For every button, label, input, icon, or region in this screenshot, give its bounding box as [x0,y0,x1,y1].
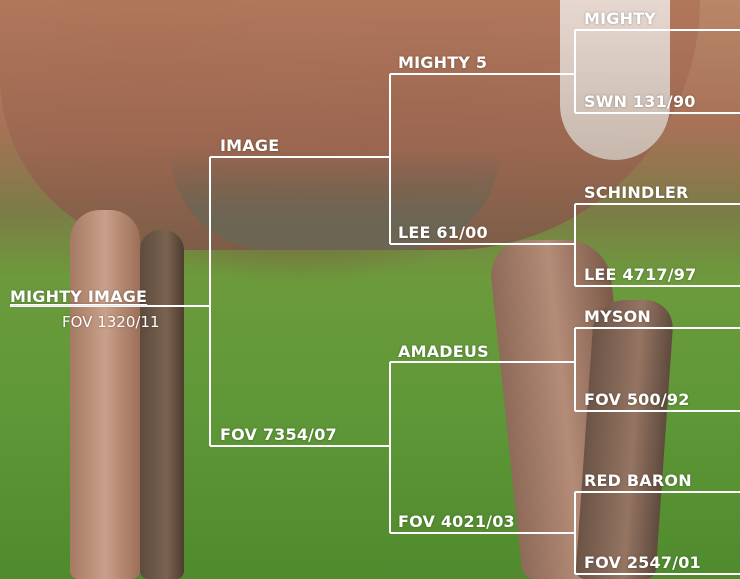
dam-dam-name: FOV 4021/03 [398,512,515,531]
ggp-name: FOV 500/92 [584,390,690,409]
subject-id: FOV 1320/11 [62,313,160,331]
ggp-name: SCHINDLER [584,183,689,202]
sire-name: IMAGE [220,136,280,155]
ggp-name: MIGHTY [584,9,657,28]
deer-belly [170,150,500,250]
ggp-name: MYSON [584,307,652,326]
sire-dam-name: LEE 61/00 [398,223,488,242]
sire-sire-name: MIGHTY 5 [398,53,488,72]
ggp-name: RED BARON [584,471,692,490]
ggp-name: FOV 2547/01 [584,553,701,572]
ggp-name: LEE 4717/97 [584,265,697,284]
deer-leg [140,230,184,579]
subject-name: MIGHTY IMAGE [10,287,148,306]
ggp-name: SWN 131/90 [584,92,696,111]
deer-white-patch [560,0,670,160]
dam-name: FOV 7354/07 [220,425,337,444]
dam-sire-name: AMADEUS [398,342,489,361]
deer-leg [70,210,140,579]
